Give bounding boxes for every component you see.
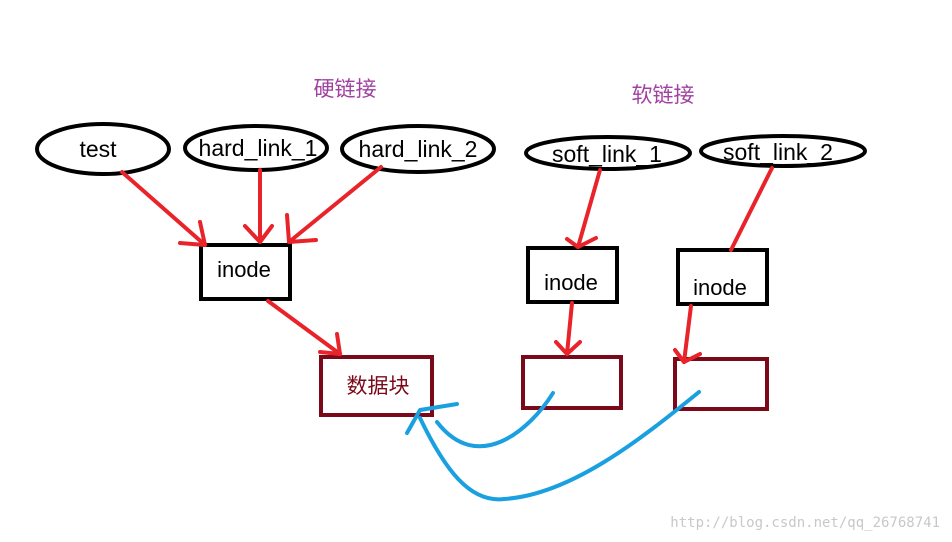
arrow-soft-link-1-to-inode xyxy=(565,168,602,249)
blue-arrowhead xyxy=(405,402,459,435)
file-node-soft-link-1: soft_link_1 xyxy=(524,135,692,171)
soft-link-section-label: 软链接 xyxy=(632,83,695,107)
watermark: http://blog.csdn.net/qq_26768741 xyxy=(670,515,940,531)
arrows xyxy=(120,165,774,364)
hard-link-2-ellipse xyxy=(340,124,496,174)
file-node-soft-link-2: soft_link_2 xyxy=(699,134,867,168)
hard-link-section-label: 硬链接 xyxy=(314,77,377,101)
inode-hard-label: inode xyxy=(217,257,271,282)
hard-link-2-label: hard_link_2 xyxy=(359,136,478,162)
test-ellipse xyxy=(35,122,171,176)
soft-link-2-to-inode-line xyxy=(729,166,774,252)
arrow-test-to-inode xyxy=(120,170,207,247)
hard-link-1-ellipse xyxy=(183,124,329,172)
inode-soft-2-box xyxy=(676,248,769,306)
inode-hard-box xyxy=(199,243,292,301)
arrow-hard-link-1-to-inode xyxy=(243,168,274,244)
soft-link-1-label: soft_link_1 xyxy=(552,141,662,167)
inode-soft-2: inode xyxy=(676,248,769,306)
soft-link-1-ellipse xyxy=(524,135,692,171)
arrow-inode-to-data-block xyxy=(266,299,342,356)
data-block-soft-2 xyxy=(673,357,769,411)
blue-arrow-soft-1-to-data-block xyxy=(435,391,555,449)
soft-link-return-arrows xyxy=(405,390,701,502)
arrow-inode-soft-1-to-block xyxy=(554,301,582,356)
data-block-main: 数据块 xyxy=(319,355,434,417)
file-node-hard-link-1: hard_link_1 xyxy=(183,124,329,172)
soft-link-2-ellipse xyxy=(699,134,867,168)
data-block-label: 数据块 xyxy=(347,374,410,398)
arrow-inode-soft-2-to-block xyxy=(673,304,702,364)
inode-soft-2-label: inode xyxy=(693,275,747,300)
inode-hard: inode xyxy=(199,243,292,301)
arrow-hard-link-2-to-inode xyxy=(285,165,383,244)
data-block-main-box xyxy=(319,355,434,417)
hard-link-1-label: hard_link_1 xyxy=(199,135,318,161)
data-block-soft-1 xyxy=(521,355,623,410)
inode-soft-1: inode xyxy=(526,246,619,304)
soft-link-2-label: soft_link_2 xyxy=(723,139,833,165)
file-node-hard-link-2: hard_link_2 xyxy=(340,124,496,174)
file-node-test: test xyxy=(35,122,171,176)
inode-soft-1-label: inode xyxy=(544,270,598,295)
test-label: test xyxy=(79,136,117,162)
blue-arrow-soft-2-to-data-block xyxy=(418,390,701,502)
